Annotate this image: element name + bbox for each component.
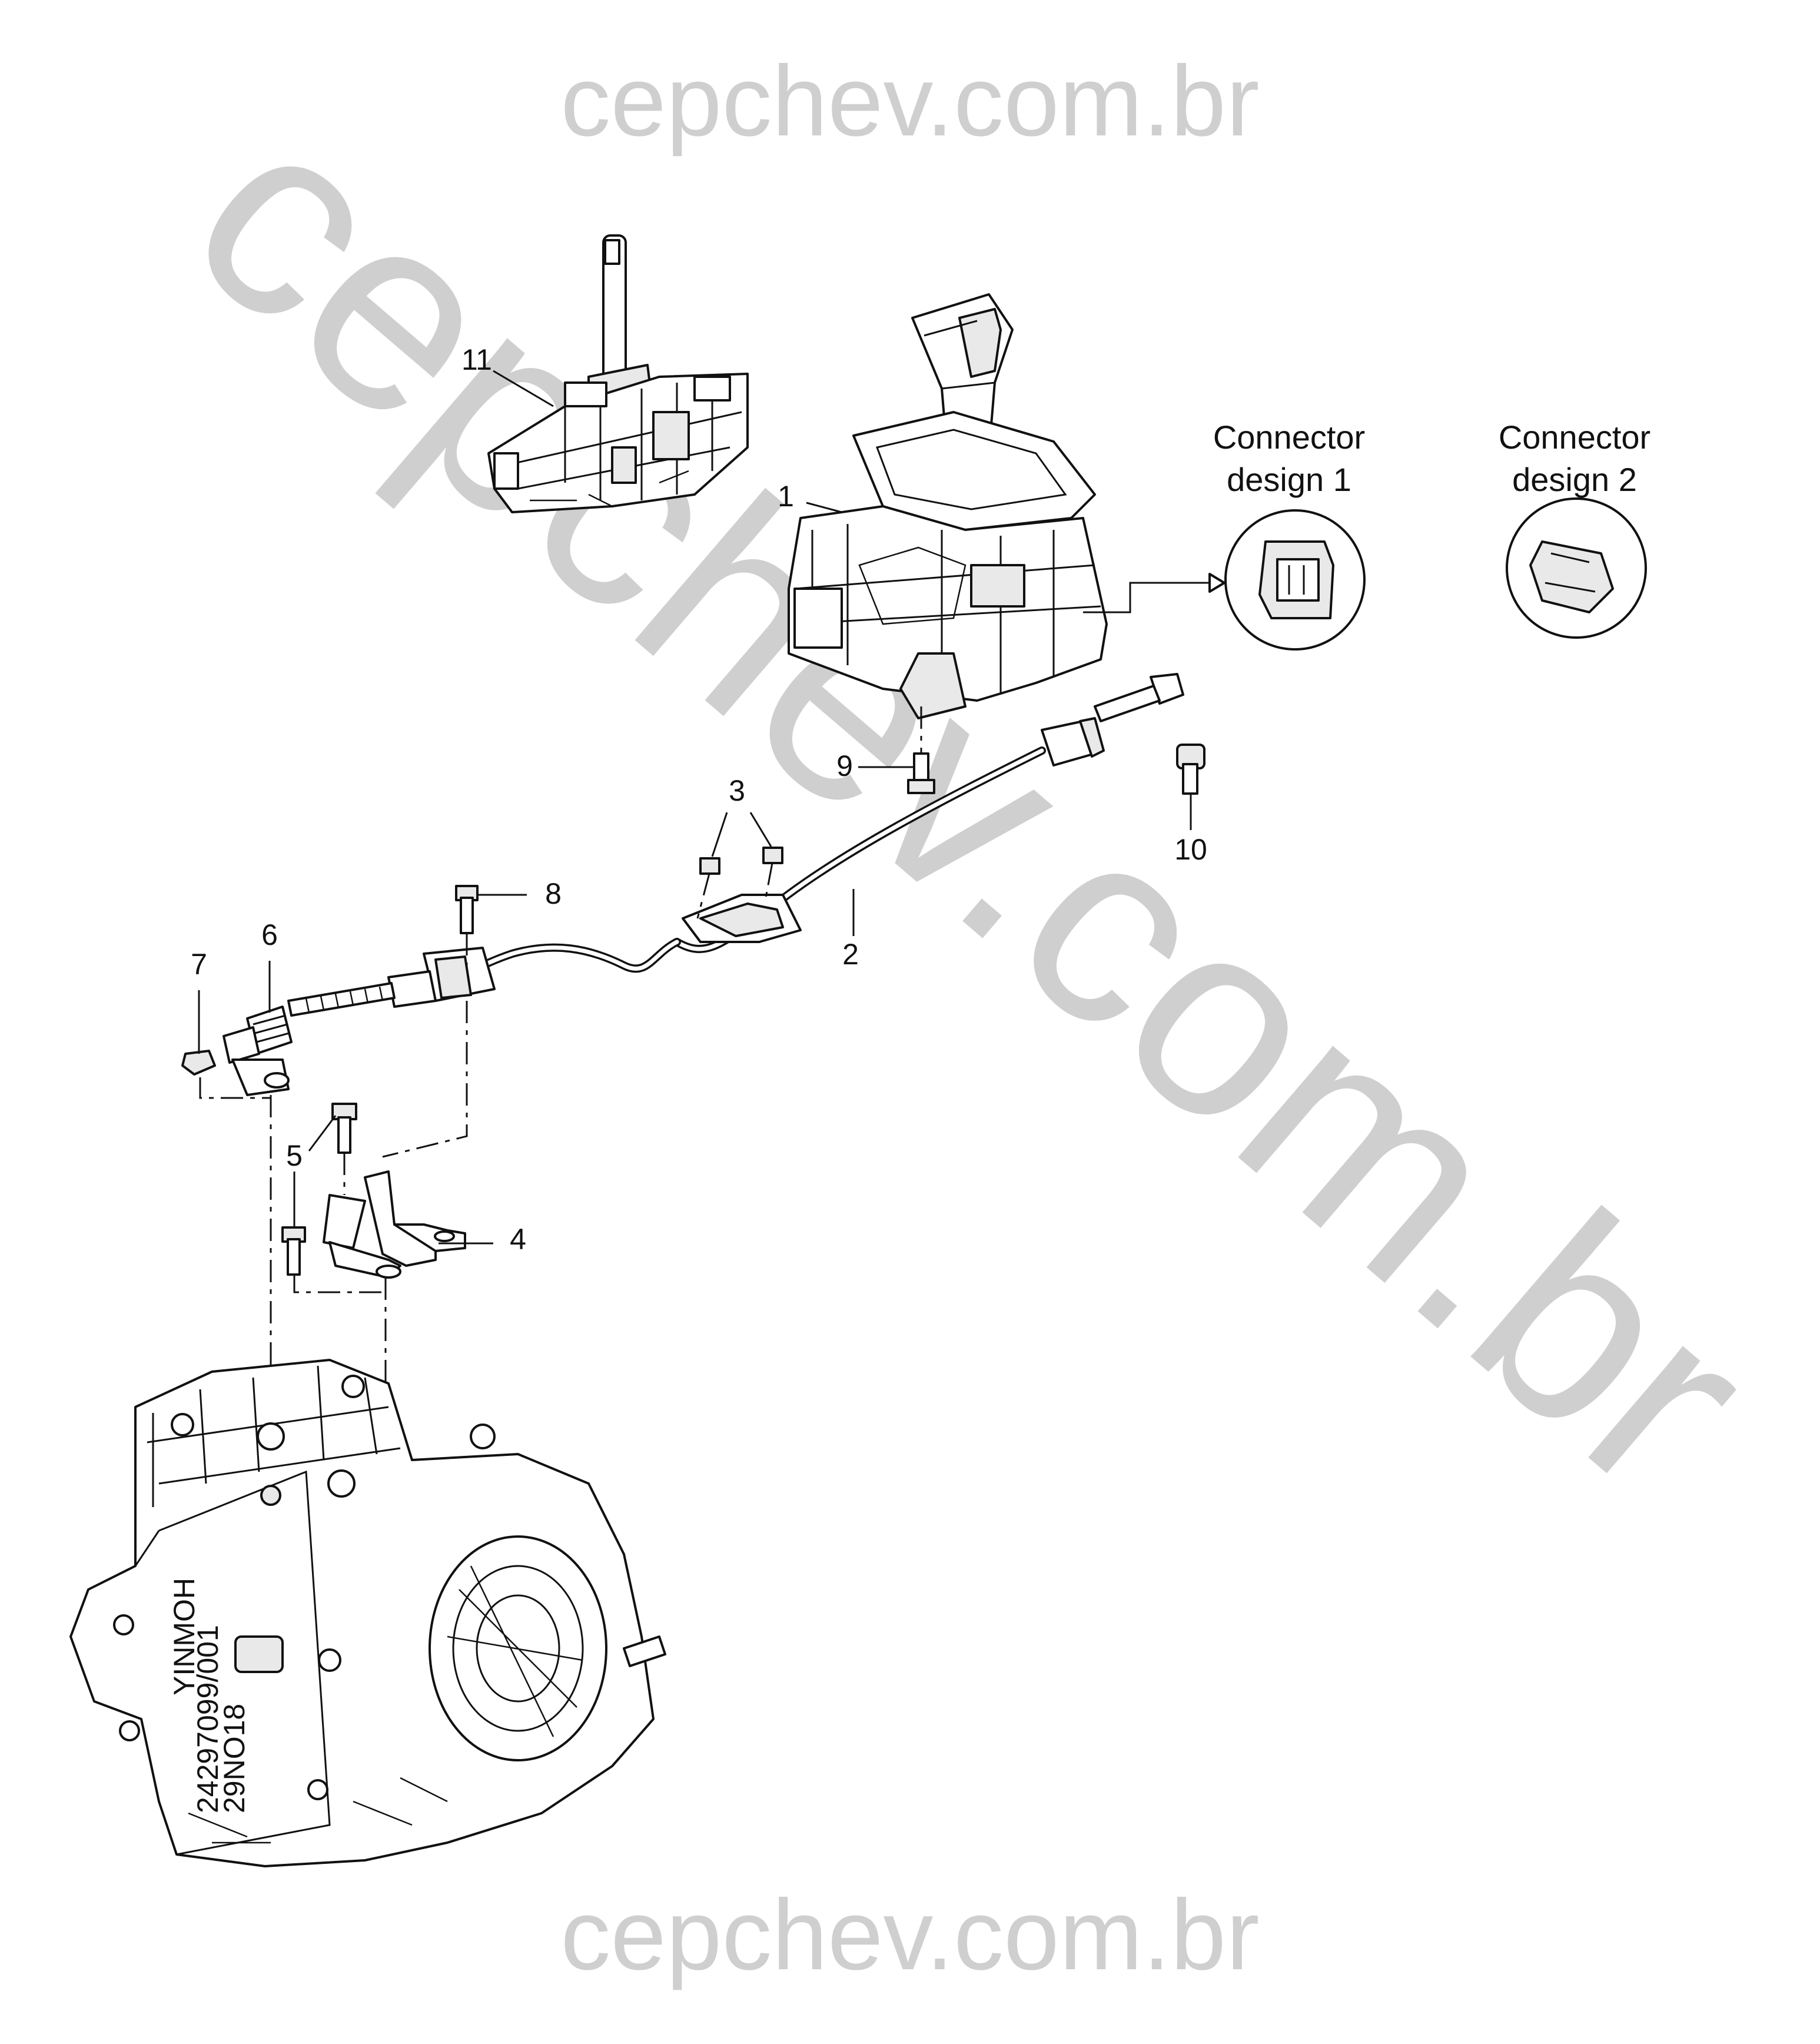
connector-design-1: Connector design 1 xyxy=(1213,419,1366,651)
connector-1-label-line1: Connector xyxy=(1213,419,1365,456)
watermark-bottom: cepchev.com.br xyxy=(560,1879,1259,1991)
bolt-part-9 xyxy=(907,752,935,794)
callout-4: 4 xyxy=(510,1223,526,1256)
watermark-diagonal: cepchev.com.br xyxy=(137,57,1806,1551)
bolt-part-5-a xyxy=(331,1103,357,1154)
connector-2-label-line1: Connector xyxy=(1499,419,1650,456)
callout-8: 8 xyxy=(545,877,562,910)
connector-design-2: Connector design 2 xyxy=(1499,419,1650,639)
shift-control-assembly-part-1 xyxy=(788,293,1108,719)
transmission-part-number-marking: 24297099/001 xyxy=(191,1625,224,1813)
callout-10: 10 xyxy=(1174,833,1207,866)
watermark-top: cepchev.com.br xyxy=(560,45,1259,157)
callout-5: 5 xyxy=(286,1139,303,1172)
bolt-8-alignment-line xyxy=(382,933,468,1158)
nut-3-alignment-lines xyxy=(696,862,773,919)
leader-3 xyxy=(711,812,772,857)
mounting-bracket-part-4 xyxy=(323,1170,466,1279)
transmission-assembly: YINMOH 24297099/001 29NO18 xyxy=(69,1359,666,1867)
cable-end-part-6 xyxy=(222,1006,293,1096)
connector-1-leader xyxy=(1083,582,1213,613)
bolt-part-8 xyxy=(455,885,479,934)
leader-1 xyxy=(806,502,842,513)
transmission-date-code-marking: 29NO18 xyxy=(218,1704,251,1813)
callout-1: 1 xyxy=(778,480,794,513)
callout-2: 2 xyxy=(842,938,859,971)
leader-5 xyxy=(293,1115,337,1227)
callout-6: 6 xyxy=(261,918,278,951)
nut-part-7 xyxy=(181,1050,216,1076)
connector-1-label-line2: design 1 xyxy=(1227,461,1351,498)
transmission-brand-marking: YINMOH xyxy=(168,1578,201,1695)
bolt-part-5-b xyxy=(281,1226,306,1276)
connector-2-label-line2: design 2 xyxy=(1512,461,1637,498)
shift-cable-part-2 xyxy=(287,673,1184,1017)
connector-1-arrowhead xyxy=(1208,573,1225,593)
callout-3: 3 xyxy=(729,774,745,807)
nut-part-3-a xyxy=(699,857,720,875)
shifter-mechanism-part-11 xyxy=(487,234,749,513)
callout-9: 9 xyxy=(836,749,853,782)
callout-7: 7 xyxy=(191,948,207,981)
callout-11: 11 xyxy=(461,343,492,376)
nut-part-3-b xyxy=(762,847,783,864)
cable-end-alignment-line xyxy=(199,1077,271,1099)
bracket-alignment-lines xyxy=(270,1095,387,1448)
leader-11 xyxy=(493,370,554,407)
